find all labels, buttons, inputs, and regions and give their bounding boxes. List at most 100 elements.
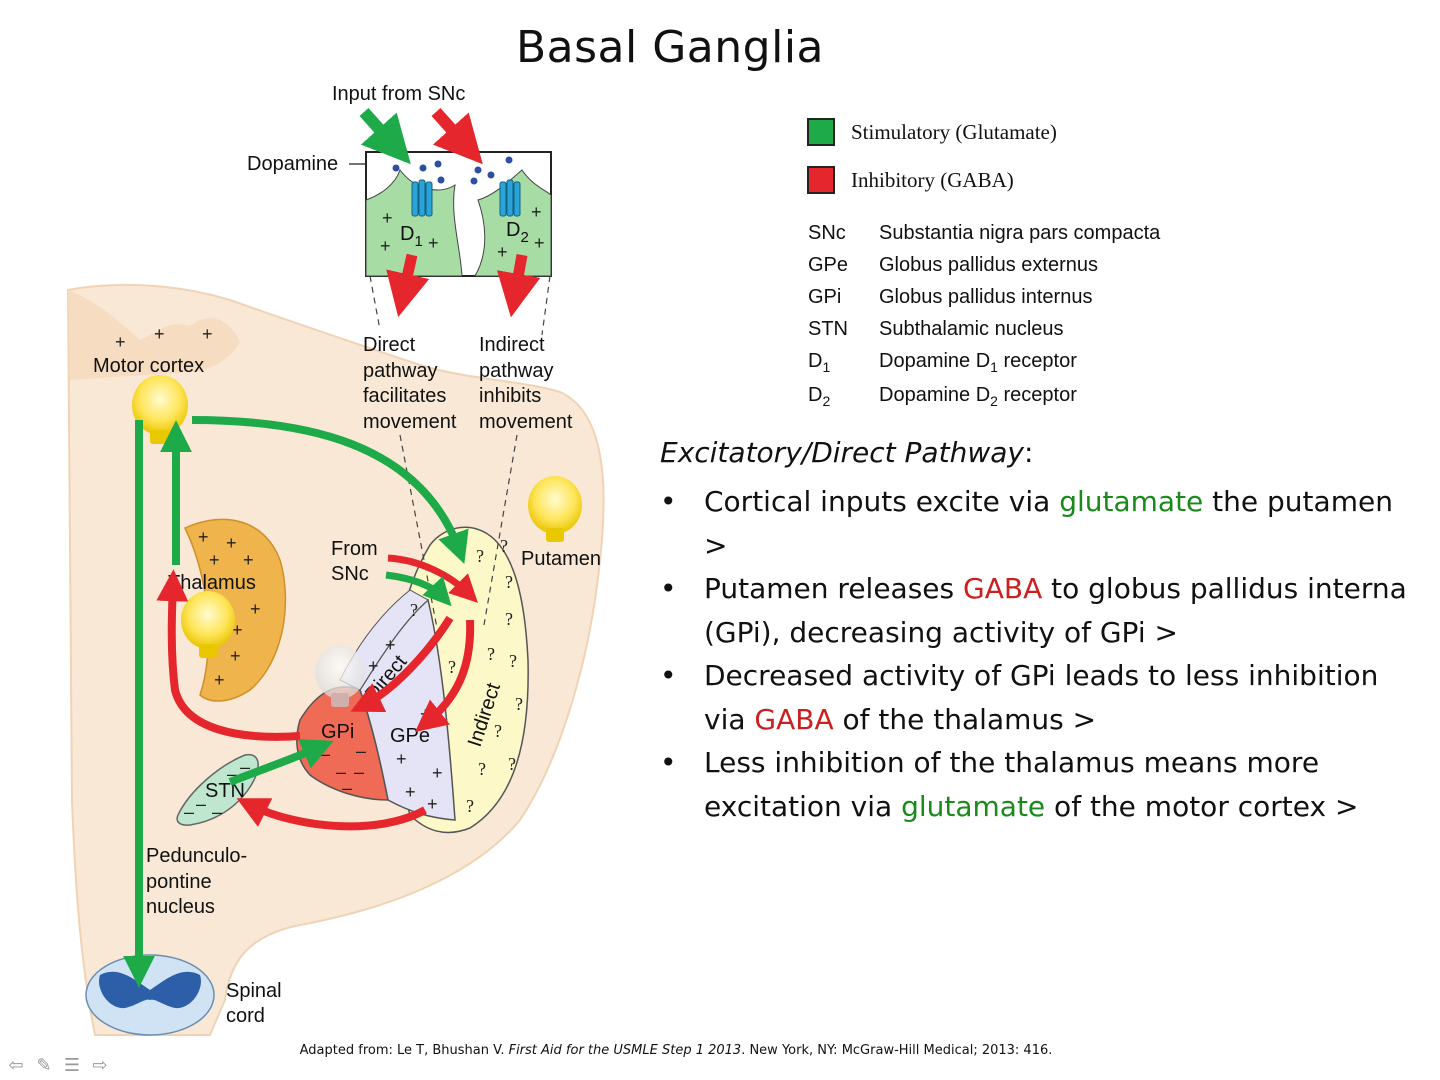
legend-swatch-red: [807, 166, 835, 194]
ppn-label-line1: Pedunculo-: [146, 845, 247, 867]
svg-text:+: +: [428, 233, 439, 253]
svg-text:+: +: [226, 533, 237, 553]
svg-text:+: +: [531, 202, 542, 222]
abbreviation-row: GPi Globus pallidus internus: [808, 286, 1160, 318]
svg-text:–: –: [342, 778, 352, 798]
abbreviation-meaning: Subthalamic nucleus: [879, 318, 1064, 340]
svg-text:–: –: [356, 741, 366, 761]
svg-text:?: ?: [410, 600, 418, 620]
abbreviation-term: STN: [808, 318, 848, 340]
svg-text:+: +: [368, 656, 379, 676]
pathway-bullet: Putamen releases GABA to globus pallidus…: [660, 567, 1420, 654]
svg-text:+: +: [534, 233, 545, 253]
highlight-term: glutamate: [1059, 485, 1204, 518]
abbreviation-meaning: Globus pallidus internus: [879, 286, 1093, 308]
highlight-term: GABA: [754, 702, 834, 736]
d1-label: D1: [400, 223, 423, 250]
highlight-term: GABA: [963, 572, 1043, 605]
svg-text:–: –: [354, 762, 364, 782]
svg-text:movement: movement: [363, 411, 457, 433]
slide-menu-button[interactable]: ☰: [63, 1054, 81, 1076]
svg-text:?: ?: [515, 694, 523, 714]
slide-nav-controls: ⇦ ✎ ☰ ⇨: [4, 1054, 112, 1076]
putamen-to-gpi-arrow: [350, 615, 454, 713]
gpi-label: GPi: [321, 721, 354, 743]
gpe-label: GPe: [390, 725, 430, 747]
stn-label: STN: [205, 780, 245, 802]
svg-text:inhibits: inhibits: [479, 385, 541, 407]
pathway-bullet: Cortical inputs excite via glutamate the…: [660, 480, 1420, 567]
svg-text:+: +: [382, 208, 393, 228]
putamen-to-gpe-arrow: [415, 619, 475, 732]
d2-plus-signs: + + +: [497, 202, 545, 262]
svg-text:?: ?: [448, 657, 456, 677]
svg-text:+: +: [250, 599, 261, 619]
snc-green-input-arrow: [359, 107, 411, 165]
svg-text:+: +: [243, 550, 254, 570]
svg-text:?: ?: [505, 609, 513, 629]
svg-text:?: ?: [505, 572, 513, 592]
gpe-to-stn-arrow: [236, 798, 427, 831]
cortex-plus-signs: + + +: [115, 324, 213, 352]
cortex-to-putamen-arrow: [191, 416, 469, 565]
svg-text:facilitates: facilitates: [363, 385, 446, 407]
thalamus-label: Thalamus: [168, 572, 256, 594]
svg-text:?: ?: [478, 759, 486, 779]
legend-item-inhibitory: Inhibitory (GABA): [807, 166, 1057, 194]
svg-text:?: ?: [487, 644, 495, 664]
next-slide-button[interactable]: ⇨: [92, 1054, 108, 1076]
thalamus-lightbulb-icon: [181, 591, 235, 658]
svg-text:–: –: [184, 802, 194, 822]
svg-text:+: +: [497, 242, 508, 262]
svg-text:+: +: [115, 332, 126, 352]
projection-lines: [369, 275, 551, 629]
abbreviation-meaning: Substantia nigra pars compacta: [879, 222, 1161, 244]
snc-red-input-arrow: [431, 107, 483, 165]
svg-text:?: ?: [494, 721, 502, 741]
stn-region: [176, 754, 259, 826]
abbreviation-row: SNc Substantia nigra pars compacta: [808, 222, 1160, 254]
svg-text:+: +: [214, 670, 225, 690]
svg-text:–: –: [227, 764, 237, 784]
abbreviation-term: GPi: [808, 286, 842, 308]
svg-text:–: –: [212, 802, 222, 822]
svg-text:pathway: pathway: [479, 360, 554, 382]
basal-ganglia-diagram: + + + Motor cortex ++ ++ ++ ++ Thalamus …: [66, 83, 605, 1036]
citation: Adapted from: Le T, Bhushan V. First Aid…: [299, 1043, 1053, 1058]
d1-receptor-icon: [411, 179, 433, 217]
d2-label: D2: [506, 219, 529, 246]
abbreviation-term: SNc: [808, 222, 846, 244]
ppn-label-line2: pontine: [146, 871, 212, 893]
svg-text:pathway: pathway: [363, 360, 438, 382]
pathway-bullet-list: Cortical inputs excite via glutamate the…: [660, 480, 1420, 828]
svg-text:Indirect: Indirect: [479, 334, 545, 356]
svg-text:+: +: [396, 749, 407, 769]
abbreviation-meaning: Globus pallidus externus: [879, 254, 1099, 276]
stn-minus-signs: –– –––: [184, 757, 250, 822]
svg-text:+: +: [202, 324, 213, 344]
input-from-snc-label: Input from SNc: [332, 83, 465, 105]
svg-text:?: ?: [476, 546, 484, 566]
pen-tool-button[interactable]: ✎: [36, 1054, 52, 1076]
previous-slide-button[interactable]: ⇦: [8, 1054, 24, 1076]
cortex-surface: [68, 290, 240, 380]
legend: Stimulatory (Glutamate) Inhibitory (GABA…: [807, 118, 1057, 194]
pathway-heading: Excitatory/Direct Pathway:: [660, 436, 1034, 469]
direct-pathway-note: Direct pathway facilitates movement: [363, 334, 457, 433]
abbreviation-term: GPe: [808, 254, 849, 276]
pathway-bullet: Less inhibition of the thalamus means mo…: [660, 741, 1420, 828]
svg-text:+: +: [232, 620, 243, 640]
svg-text:+: +: [230, 646, 241, 666]
from-snc-red-arrow: [387, 554, 478, 603]
d1-neuron: [365, 168, 463, 277]
svg-text:Direct: Direct: [363, 334, 416, 356]
svg-text:movement: movement: [479, 411, 573, 433]
d2-output-arrow: [496, 254, 541, 318]
legend-label-stimulatory: Stimulatory (Glutamate): [851, 119, 1057, 144]
from-snc-green-arrow: [385, 571, 452, 607]
svg-text:+: +: [209, 550, 220, 570]
motor-cortex-label: Motor cortex: [93, 355, 204, 377]
